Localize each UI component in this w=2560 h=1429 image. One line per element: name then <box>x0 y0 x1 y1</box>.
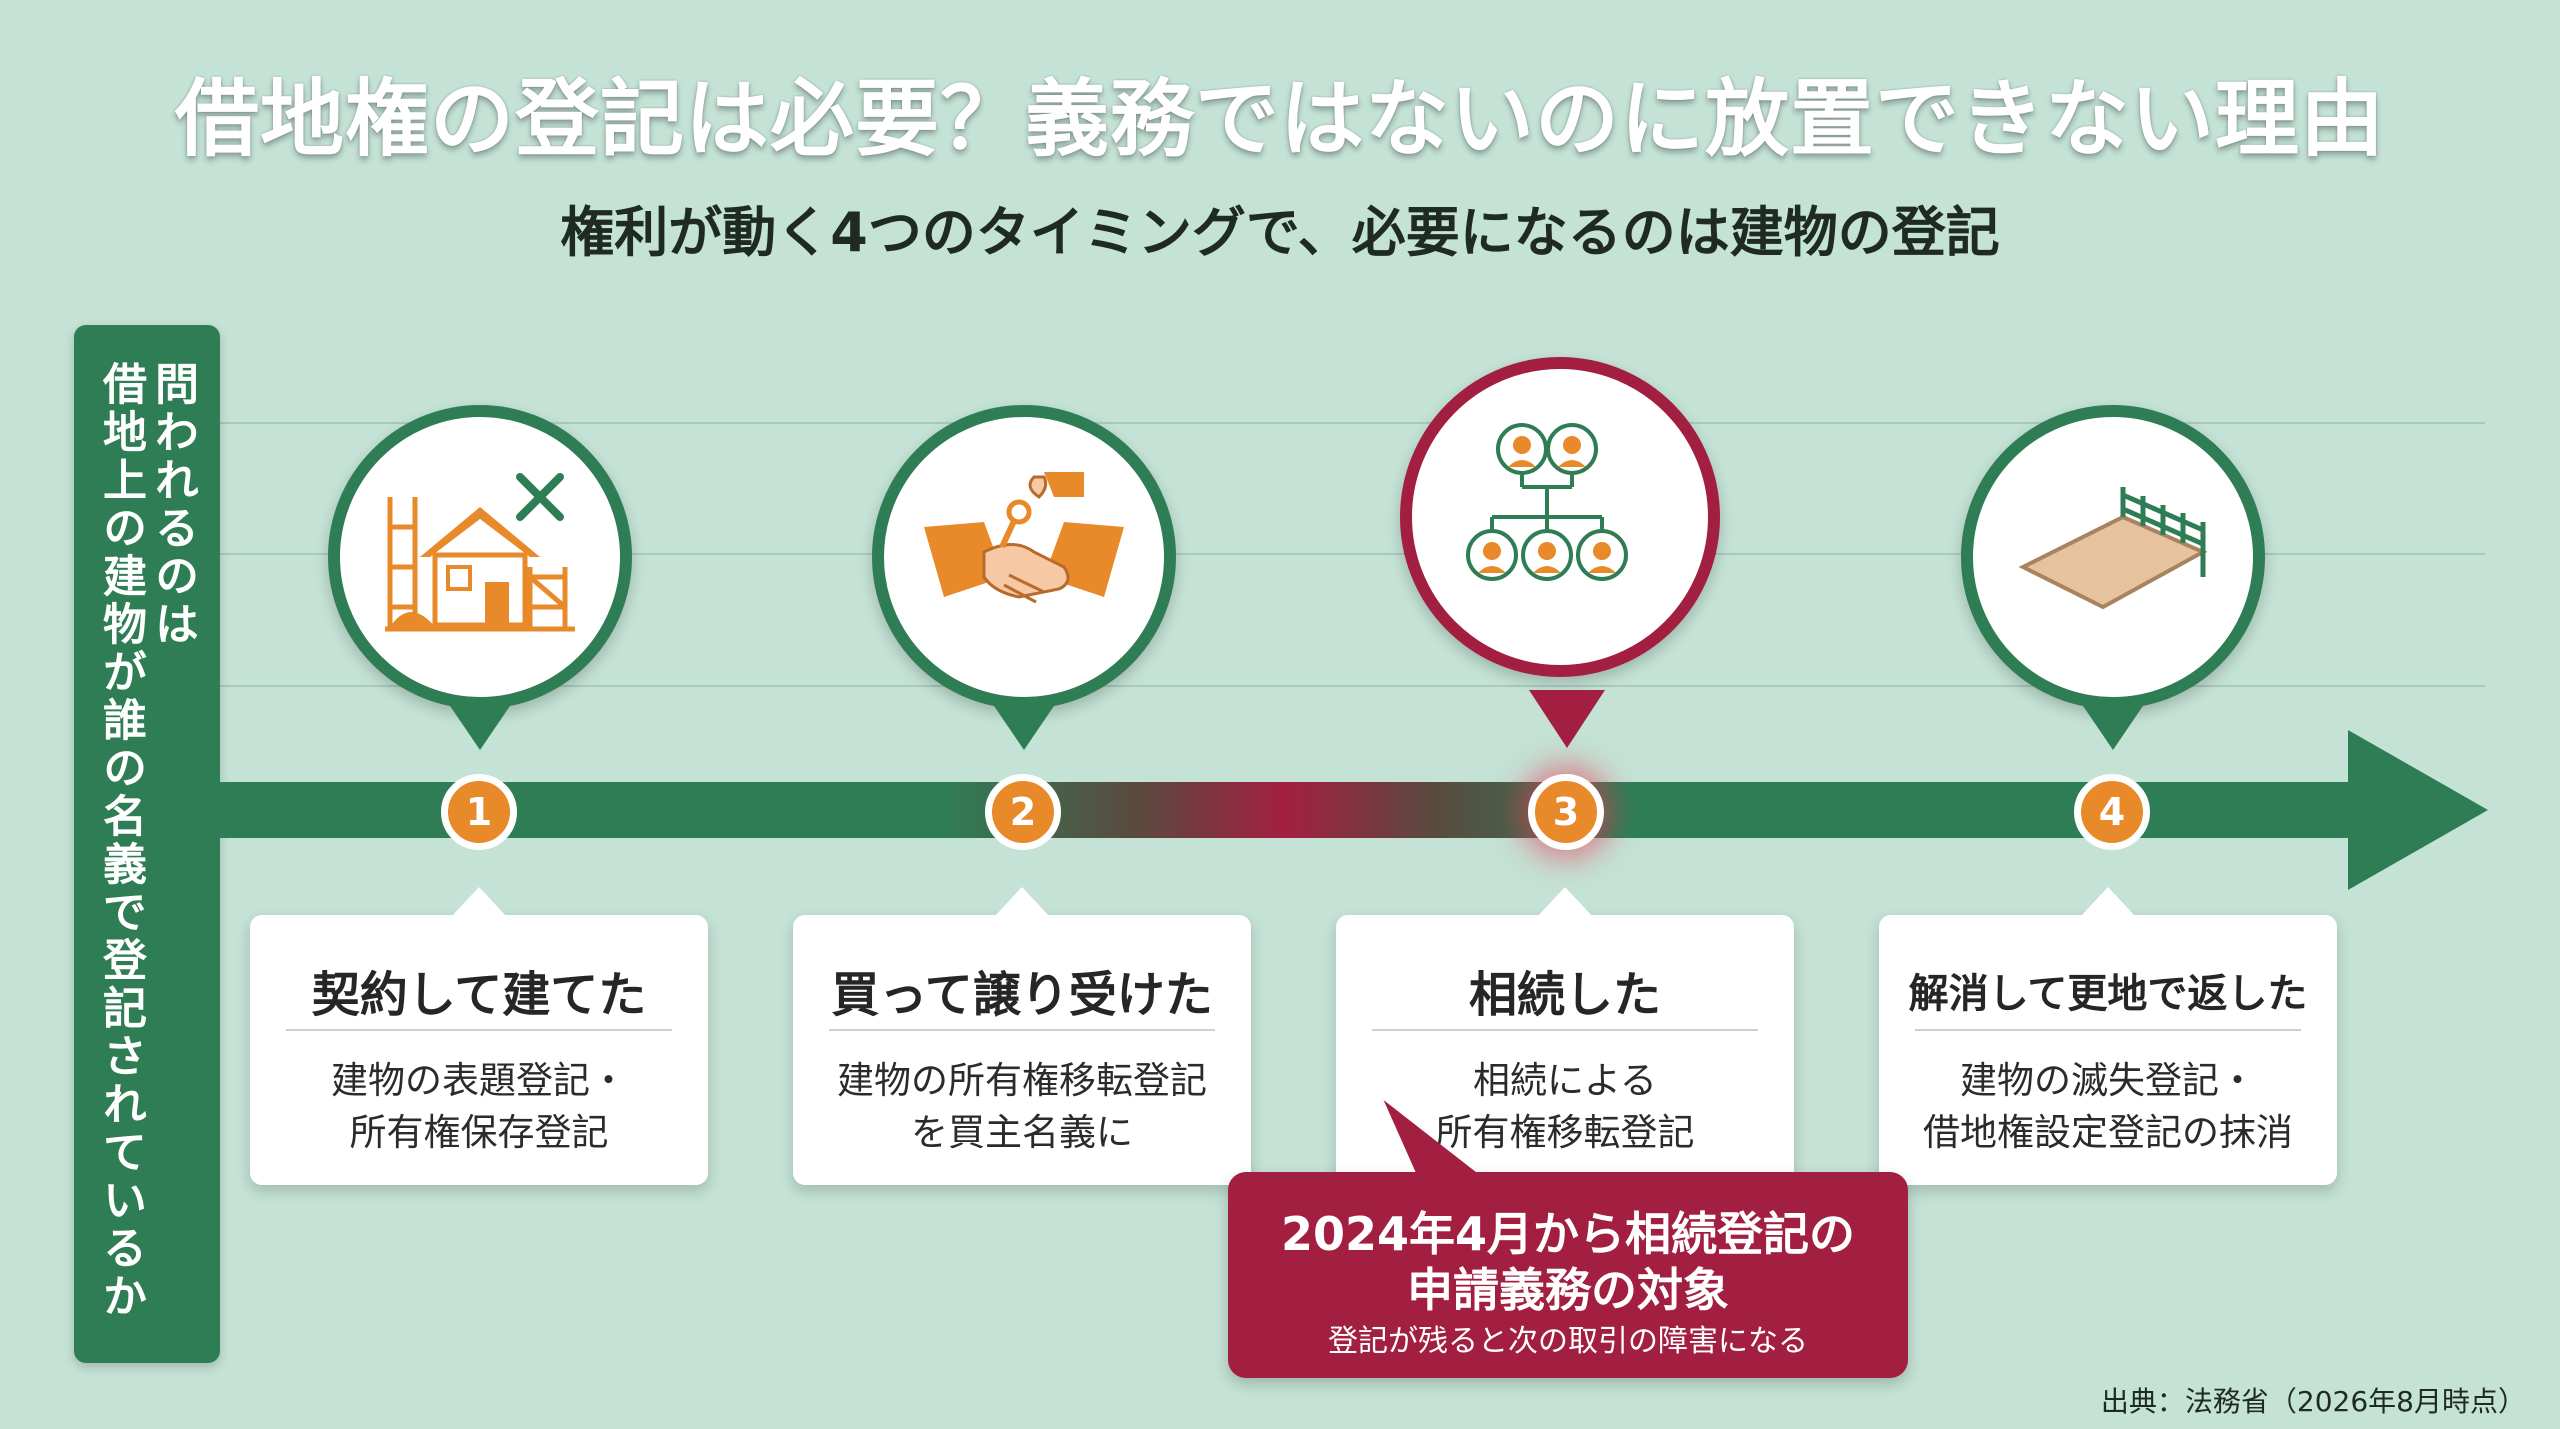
step-2-title: 買って譲り受けた <box>831 967 1213 1023</box>
gridline <box>220 553 2485 555</box>
step-4-pin-tip <box>2079 700 2147 750</box>
step-2-marker: 2 <box>985 774 1061 850</box>
timeline-axis <box>220 782 2350 838</box>
step-4-desc-line1: 建物の滅失登記・ <box>1960 1059 2256 1102</box>
step-1-marker: 1 <box>441 774 517 850</box>
inheritance-callout: 2024年4月から相続登記の 申請義務の対象 登記が残ると次の取引の障害になる <box>1228 1100 1908 1378</box>
step-3-marker: 3 <box>1528 774 1604 850</box>
handshake-key-icon <box>924 472 1124 604</box>
step-3-desc-line1: 相続による <box>1473 1059 1657 1102</box>
step-3-pin-tip <box>1529 690 1605 748</box>
side-label-bar: 問われるのは 借地上の建物が誰の名義で登記されているか <box>74 325 220 1363</box>
gridline <box>220 422 2485 424</box>
step-2-card: 買って譲り受けた 建物の所有権移転登記 を買主名義に <box>793 887 1251 1185</box>
step-3-description: 相続による 所有権移転登記 <box>1336 1055 1794 1159</box>
step-2-description: 建物の所有権移転登記 を買主名義に <box>793 1055 1251 1159</box>
step-4-desc-line2: 借地権設定登記の抹消 <box>1923 1111 2293 1154</box>
vacant-lot-icon <box>2018 487 2208 610</box>
side-label-line2: 借地上の建物が誰の名義で登記されているか <box>95 361 146 1321</box>
card-divider <box>286 1029 672 1031</box>
timeline-arrow-head <box>2348 730 2488 890</box>
source-note: 出典：法務省（2026年8月時点） <box>2100 1385 2526 1418</box>
page-title: 借地権の登記は必要？義務ではないのに放置できない理由 <box>174 70 2385 168</box>
step-1-desc-line1: 建物の表題登記・ <box>331 1059 627 1102</box>
house-construction-icon <box>385 473 575 632</box>
card-divider <box>829 1029 1215 1031</box>
step-1-pin-tip <box>446 700 514 750</box>
callout-line2: 申請義務の対象 <box>1407 1263 1729 1317</box>
card-notch <box>451 887 507 917</box>
step-4-icon-bubble <box>1961 405 2265 709</box>
step-4-title: 解消して更地で返した <box>1908 971 2308 1017</box>
step-4-card: 解消して更地で返した 建物の滅失登記・ 借地権設定登記の抹消 <box>1879 887 2337 1185</box>
step-2-desc-line1: 建物の所有権移転登記 <box>837 1059 1207 1102</box>
page-subtitle: 権利が動く4つのタイミングで、必要になるのは建物の登記 <box>560 201 2000 264</box>
callout-line3: 登記が残ると次の取引の障害になる <box>1328 1324 1808 1359</box>
step-1-title: 契約して建てた <box>311 967 647 1023</box>
card-divider <box>1372 1029 1758 1031</box>
step-4-marker: 4 <box>2074 774 2150 850</box>
card-divider <box>1915 1029 2301 1031</box>
step-1-icon-bubble <box>328 405 632 709</box>
gridline <box>220 685 2485 687</box>
step-3-desc-line2: 所有権移転登記 <box>1435 1111 1695 1154</box>
step-3-card: 相続した 相続による 所有権移転登記 <box>1336 887 1794 1185</box>
step-2-desc-line2: を買主名義に <box>911 1111 1133 1154</box>
step-2-icon-bubble <box>872 405 1176 709</box>
step-3-title: 相続した <box>1468 967 1661 1023</box>
step-2-pin-tip <box>990 700 1058 750</box>
step-1-description: 建物の表題登記・ 所有権保存登記 <box>250 1055 708 1159</box>
callout-line1: 2024年4月から相続登記の <box>1280 1207 1856 1261</box>
side-label-line1: 問われるのは <box>147 361 198 649</box>
family-tree-icon <box>1466 423 1628 581</box>
card-notch <box>994 887 1050 917</box>
step-4-description: 建物の滅失登記・ 借地権設定登記の抹消 <box>1879 1055 2337 1159</box>
step-1-desc-line2: 所有権保存登記 <box>349 1111 609 1154</box>
step-1-card: 契約して建てた 建物の表題登記・ 所有権保存登記 <box>250 887 708 1185</box>
card-notch <box>1537 887 1593 917</box>
step-3-icon-bubble <box>1400 357 1720 677</box>
card-notch <box>2080 887 2136 917</box>
